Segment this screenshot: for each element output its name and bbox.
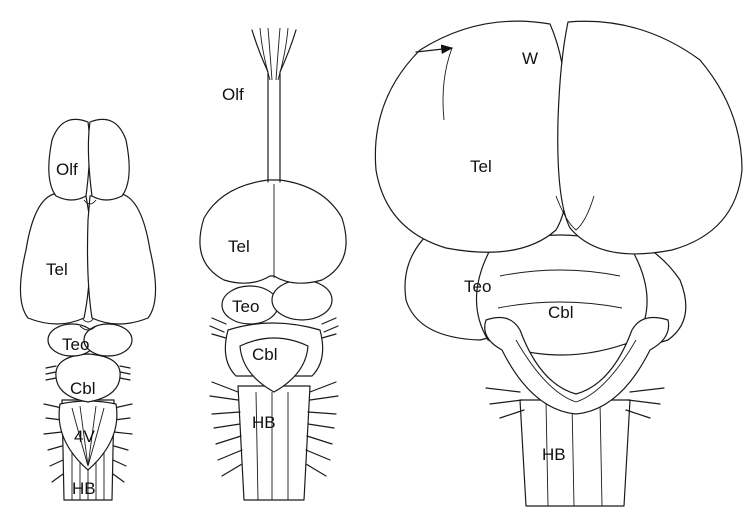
middle-hb-label: HB <box>252 413 276 432</box>
left-olf-label: Olf <box>56 160 78 179</box>
middle-telencephalon <box>200 180 346 283</box>
left-telencephalon-r <box>88 194 156 324</box>
left-tectum-r <box>84 324 132 356</box>
right-telencephalon-l <box>375 21 569 252</box>
right-cbl-label: Cbl <box>548 303 574 322</box>
right-tel-label: Tel <box>470 157 492 176</box>
left-brain: Olf Tel Teo Cbl 4V HB <box>20 119 155 500</box>
right-hb-label: HB <box>542 445 566 464</box>
right-w-label: W <box>522 49 538 68</box>
left-tel-label: Tel <box>46 260 68 279</box>
middle-olf-label: Olf <box>222 85 244 104</box>
middle-hindbrain <box>210 382 338 500</box>
right-telencephalon-r <box>558 21 742 254</box>
right-teo-label: Teo <box>464 277 491 296</box>
middle-tectum-r <box>272 280 332 320</box>
left-hb-label: HB <box>72 479 96 498</box>
middle-olfactory-tract <box>252 28 296 182</box>
left-telencephalon-l <box>20 194 90 324</box>
right-brain: W Tel Teo Cbl HB <box>375 21 742 506</box>
left-cbl-label: Cbl <box>70 379 96 398</box>
middle-teo-label: Teo <box>232 297 259 316</box>
left-4v-label: 4V <box>74 427 95 446</box>
left-olfactory-r <box>88 119 129 200</box>
middle-tel-label: Tel <box>228 237 250 256</box>
middle-brain: Olf Tel Teo Cbl HB <box>200 28 346 500</box>
middle-cbl-label: Cbl <box>252 345 278 364</box>
left-teo-label: Teo <box>62 335 89 354</box>
